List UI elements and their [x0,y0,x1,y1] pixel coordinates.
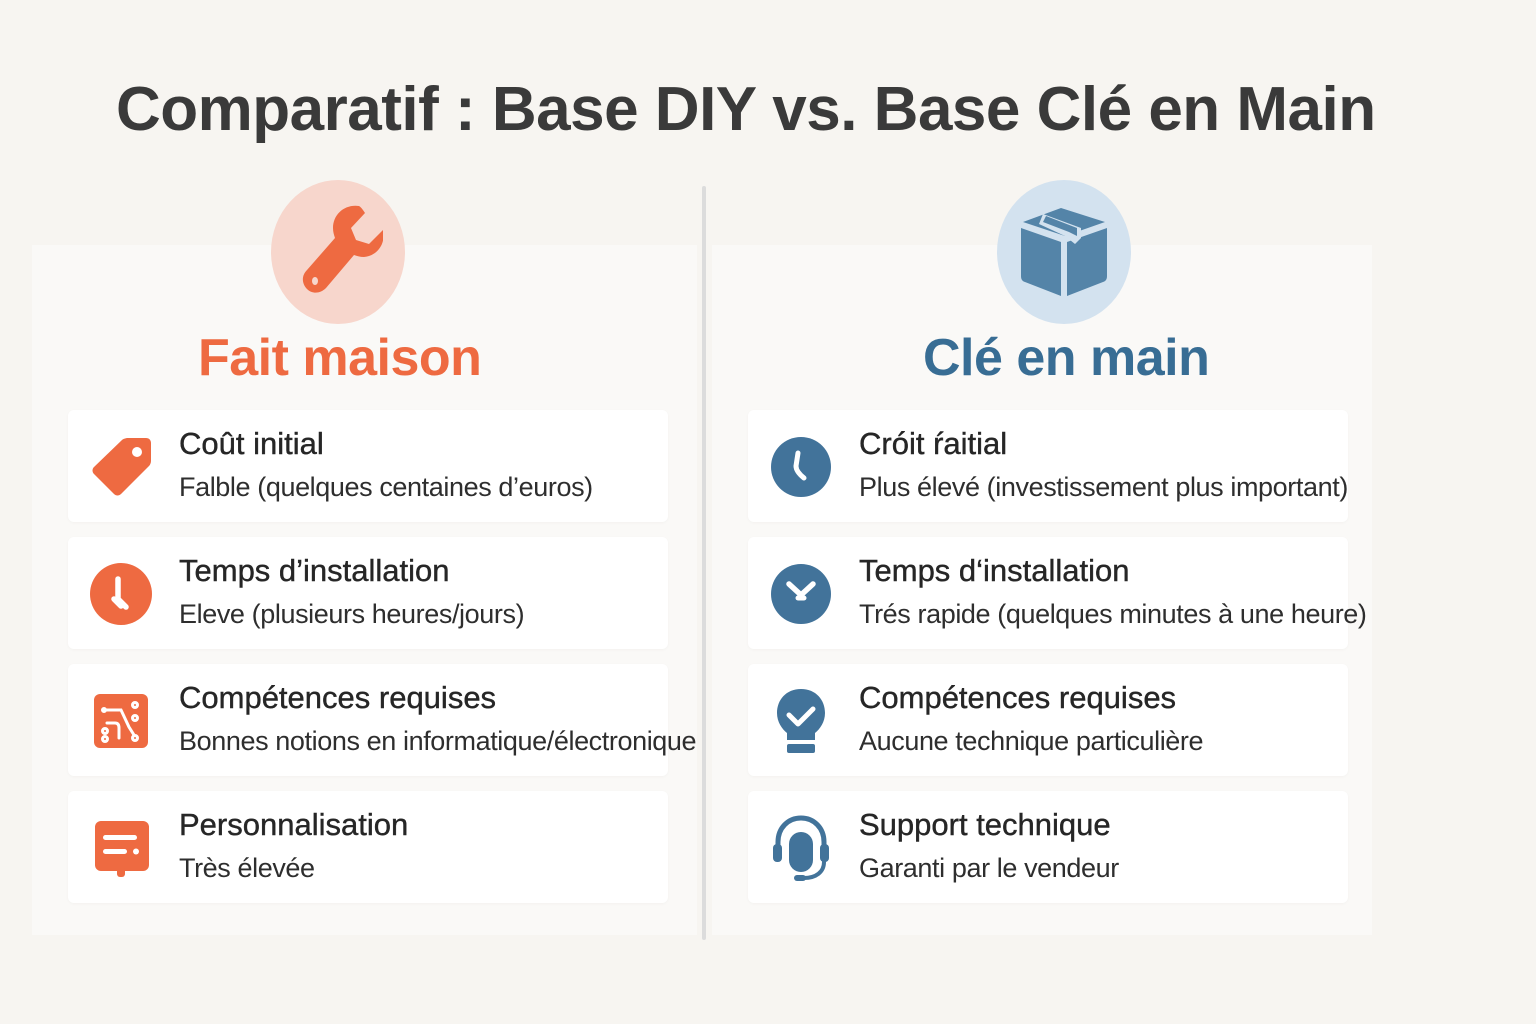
lightbulb-check-icon [768,688,834,754]
row-value: Falble (quelques centaines d’euros) [179,472,593,502]
circuit-board-icon [88,688,154,754]
clock-icon [88,561,154,627]
diy-row-skills: Compétences requises Bonnes notions en i… [68,664,697,776]
page-title: Comparatif : Base DIY vs. Base Clé en Ma… [116,75,1376,144]
turnkey-row-skills: Compétences requises Aucune technique pa… [748,664,1348,776]
diy-row-customization: Personnalisation Très élevée [68,791,668,903]
row-value: Bonnes notions en informatique/électroni… [179,726,697,756]
price-tag-icon [88,434,154,500]
diy-hero-badge [271,180,405,324]
wrench-icon [293,200,384,305]
diy-row-install-time: Temps d’installation Eleve (plusieurs he… [68,537,668,649]
row-title: Personnalisation [179,807,409,842]
column-divider [702,186,706,940]
row-value: Trés rapide (quelques minutes à une heur… [859,599,1367,629]
row-value: Plus élevé (investissement plus importan… [859,472,1348,502]
turnkey-row-install-time: Temps d‘installation Trés rapide (quelqu… [748,537,1367,649]
row-title: Temps d‘installation [859,553,1130,588]
row-title: Coût initial [179,426,324,461]
row-value: Aucune technique particulière [859,726,1204,756]
diy-heading: Fait maison [198,329,482,387]
clock-icon [768,434,834,500]
turnkey-heading: Clé en main [923,329,1210,387]
message-bubble-icon [88,815,154,881]
row-value: Eleve (plusieurs heures/jours) [179,599,525,629]
row-value: Très élevée [179,853,315,883]
clock-check-icon [768,561,834,627]
turnkey-row-cost: Cróit ŕaitial Plus élevé (investissement… [748,410,1348,522]
row-title: Support technique [859,807,1111,842]
row-title: Compétences requises [859,680,1177,715]
headset-icon [768,815,834,881]
row-title: Temps d’installation [179,553,450,588]
row-title: Cróit ŕaitial [859,426,1008,461]
turnkey-hero-badge [997,180,1131,324]
diy-row-cost: Coût initial Falble (quelques centaines … [68,410,668,522]
row-title: Compétences requises [179,680,497,715]
turnkey-row-support: Support technique Garanti par le vendeur [748,791,1348,903]
package-box-icon [1019,200,1109,305]
row-value: Garanti par le vendeur [859,853,1119,883]
